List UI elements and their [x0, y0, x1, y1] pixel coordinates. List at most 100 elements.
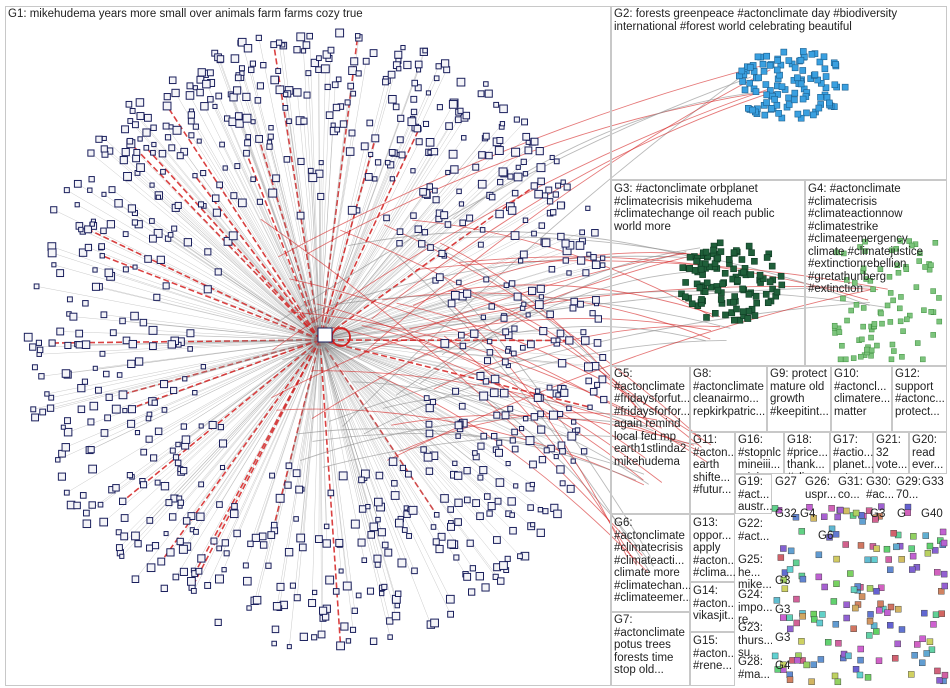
edge — [254, 339, 321, 601]
vertex — [355, 70, 362, 77]
edge — [104, 148, 321, 341]
edge — [319, 167, 542, 341]
edge — [319, 339, 451, 510]
vertex — [826, 534, 833, 541]
vertex — [701, 288, 709, 295]
edge — [165, 125, 321, 341]
vertex — [898, 556, 905, 563]
vertex — [51, 262, 57, 268]
vertex — [781, 585, 789, 592]
edge — [319, 339, 402, 520]
edge — [259, 201, 321, 341]
vertex — [932, 240, 939, 246]
vertex — [577, 256, 586, 265]
vertex — [932, 547, 939, 554]
edge — [245, 152, 321, 341]
vertex — [222, 165, 228, 171]
vertex — [821, 65, 829, 73]
vertex — [149, 182, 155, 188]
vertex — [911, 652, 918, 659]
vertex — [87, 418, 95, 426]
vertex — [904, 316, 910, 323]
vertex — [419, 188, 427, 196]
vertex — [485, 151, 493, 160]
vertex — [106, 220, 116, 229]
edge — [51, 246, 321, 341]
edge — [166, 285, 321, 341]
vertex — [134, 429, 141, 436]
edge — [319, 215, 414, 341]
vertex — [196, 138, 202, 144]
vertex — [325, 575, 335, 585]
edge — [319, 303, 452, 341]
edge — [319, 339, 438, 516]
vertex — [938, 610, 945, 617]
edge — [50, 339, 321, 409]
vertex — [501, 358, 509, 366]
edge — [319, 51, 425, 341]
vertex — [496, 136, 504, 144]
vertex — [483, 276, 490, 283]
vertex — [810, 514, 817, 522]
vertex — [186, 82, 194, 90]
vertex — [850, 355, 857, 361]
vertex — [203, 285, 212, 294]
vertex — [327, 46, 335, 54]
edge — [175, 207, 321, 341]
vertex — [852, 280, 858, 286]
vertex — [877, 600, 884, 608]
edge — [137, 339, 321, 544]
vertex — [302, 41, 311, 49]
vertex — [843, 601, 850, 608]
vertex — [510, 350, 517, 357]
edge — [130, 120, 321, 341]
edge — [319, 339, 459, 426]
vertex — [255, 34, 262, 42]
group-box-g11 — [690, 432, 735, 514]
vertex — [162, 122, 170, 130]
vertex — [752, 88, 760, 95]
vertex — [486, 338, 493, 345]
vertex — [730, 298, 737, 306]
vertex — [598, 375, 607, 384]
vertex — [198, 423, 204, 429]
vertex — [936, 677, 943, 684]
edge — [319, 339, 459, 437]
vertex — [167, 232, 174, 238]
vertex — [162, 282, 170, 290]
vertex — [143, 144, 150, 151]
vertex — [171, 88, 180, 98]
vertex — [932, 611, 940, 618]
vertex — [839, 342, 845, 349]
edge — [319, 280, 436, 341]
vertex — [517, 258, 524, 264]
vertex — [477, 442, 485, 450]
vertex — [490, 374, 500, 384]
vertex — [46, 404, 55, 412]
vertex — [507, 497, 516, 506]
vertex — [64, 417, 71, 425]
vertex — [243, 149, 250, 157]
vertex — [897, 238, 904, 244]
vertex — [38, 373, 45, 380]
vertex — [216, 55, 225, 63]
vertex — [150, 149, 156, 156]
edge — [77, 183, 321, 341]
vertex — [926, 638, 934, 645]
vertex — [56, 327, 65, 336]
vertex — [198, 481, 205, 488]
vertex — [354, 33, 361, 39]
vertex — [890, 297, 896, 304]
vertex — [745, 242, 753, 250]
vertex — [427, 244, 434, 251]
edge — [319, 293, 468, 341]
vertex — [904, 503, 912, 511]
vertex — [364, 173, 373, 181]
vertex — [438, 249, 446, 258]
vertex — [82, 300, 89, 307]
vertex — [768, 105, 775, 112]
vertex — [452, 460, 458, 466]
vertex — [571, 419, 577, 425]
vertex — [888, 356, 895, 363]
vertex — [369, 522, 379, 532]
